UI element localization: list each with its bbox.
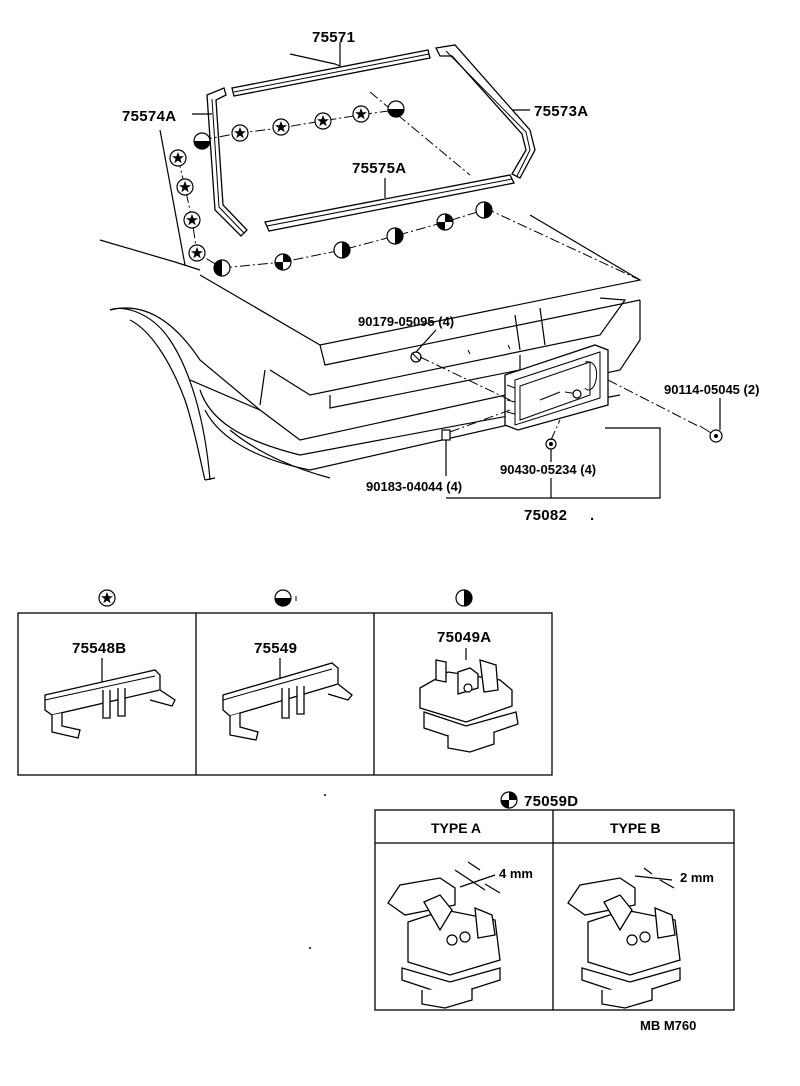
clip-75549-drawing xyxy=(222,662,353,741)
clip-75049a-drawing xyxy=(419,659,519,753)
type-a-clip-drawing xyxy=(387,861,501,1009)
star-clip-icon xyxy=(231,124,249,142)
clip-chain-lower xyxy=(213,201,493,277)
label-75548b: 75548B xyxy=(72,640,126,657)
car-body-outline xyxy=(99,129,642,481)
half-circle-horizontal-icon xyxy=(387,100,405,118)
nut xyxy=(545,438,557,450)
half-circle-vertical-icon xyxy=(386,227,404,245)
screw-right xyxy=(699,425,723,443)
half-circle-horizontal-icon xyxy=(193,132,211,150)
type-a-header: TYPE A xyxy=(431,820,481,836)
label-75574a: 75574A xyxy=(122,108,176,125)
right-moulding xyxy=(435,44,536,179)
quarter-circle-icon xyxy=(436,213,454,231)
half-circle-vertical-icon xyxy=(475,201,493,219)
license-lamp-assembly xyxy=(504,344,609,431)
star-clip-icon xyxy=(176,178,194,196)
half-circle-vertical-icon xyxy=(333,241,351,259)
stray-dot xyxy=(324,794,326,796)
quarter-circle-icon xyxy=(274,253,292,271)
star-clip-icon xyxy=(98,589,116,607)
left-moulding xyxy=(206,87,248,237)
dim-4mm: 4 mm xyxy=(499,866,533,881)
label-75575a: 75575A xyxy=(352,160,406,177)
label-75059d: 75059D xyxy=(524,793,578,810)
type-b-header: TYPE B xyxy=(610,820,661,836)
lower-moulding xyxy=(264,174,515,232)
label-75049a: 75049A xyxy=(437,629,491,646)
star-clip-icon xyxy=(183,211,201,229)
label-75571: 75571 xyxy=(312,29,355,46)
label-90183-04044: 90183-04044 (4) xyxy=(366,479,462,494)
type-table xyxy=(374,791,735,1011)
label-90114-05045: 90114-05045 (2) xyxy=(664,382,759,397)
half-circle-horizontal-icon xyxy=(274,589,292,607)
glass-guide-line xyxy=(369,91,471,176)
half-circle-vertical-icon xyxy=(455,589,473,607)
star-clip-icon xyxy=(314,112,332,130)
upper-moulding xyxy=(231,49,431,97)
type-b-clip-drawing xyxy=(567,867,681,1009)
clip-chain-upper xyxy=(193,100,405,150)
clip-chain-left xyxy=(169,149,223,269)
label-90179-05095: 90179-05095 (4) xyxy=(358,314,454,329)
star-clip-icon xyxy=(352,105,370,123)
clip-75548b-drawing xyxy=(44,669,176,739)
stray-dot xyxy=(309,947,311,949)
quarter-circle-icon xyxy=(500,791,518,809)
label-90430-05234: 90430-05234 (4) xyxy=(500,462,596,477)
half-circle-vertical-icon xyxy=(213,259,231,277)
screw-upper xyxy=(410,351,422,363)
glass-guide-line-2 xyxy=(484,207,641,281)
dim-2mm: 2 mm xyxy=(680,870,714,885)
label-75573a: 75573A xyxy=(534,103,588,120)
star-clip-icon xyxy=(188,244,206,262)
leader-lines xyxy=(192,42,721,499)
clip-lower xyxy=(441,429,451,441)
star-clip-icon xyxy=(169,149,187,167)
label-75549: 75549 xyxy=(254,640,297,657)
clip-table xyxy=(17,589,553,776)
diagram-code: MB M760 xyxy=(640,1018,696,1033)
star-clip-icon xyxy=(272,118,290,136)
label-dot: . xyxy=(590,507,594,524)
label-75082: 75082 xyxy=(524,507,567,524)
